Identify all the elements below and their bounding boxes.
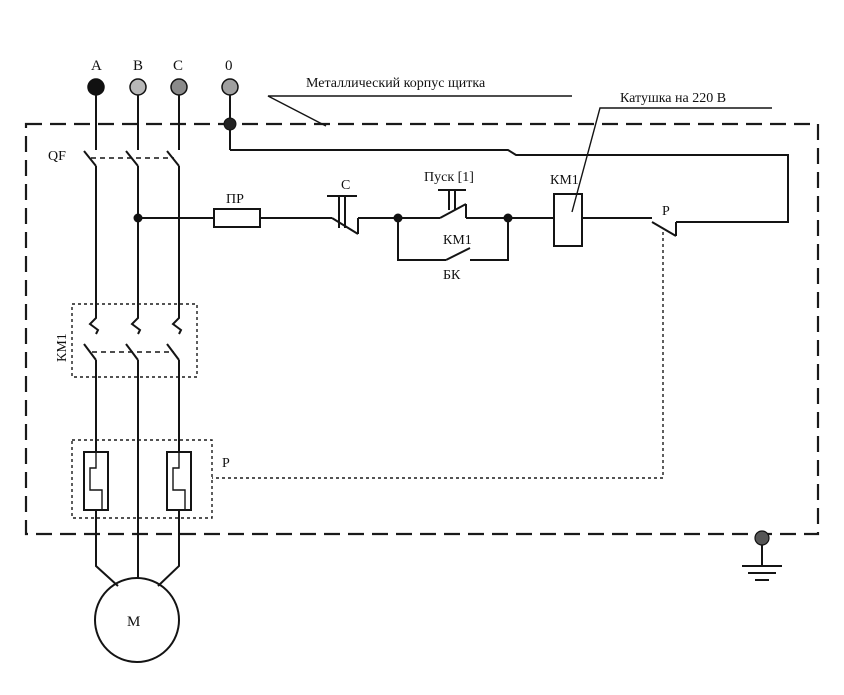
km1-main-contacts — [83, 312, 183, 361]
km1-aux-contact — [397, 218, 509, 261]
km1-coil — [553, 193, 583, 247]
terminal-label-b: B — [133, 58, 143, 74]
motor-feed-c — [157, 510, 180, 587]
terminal-n — [221, 78, 239, 96]
fuse-label: ПР — [226, 192, 244, 207]
start-button — [398, 189, 467, 219]
terminal-label-n: 0 — [225, 58, 233, 74]
thermal-link-dotted — [212, 232, 664, 479]
km1-main-label: КМ1 — [55, 333, 70, 362]
motor-label: М — [127, 614, 140, 630]
thermal-relay-box — [71, 439, 213, 519]
motor — [94, 577, 180, 663]
km1-coil-label: КМ1 — [550, 173, 579, 188]
relay-contact-label: Р — [662, 204, 670, 219]
metal-case-leader — [267, 95, 572, 127]
qf-breaker — [83, 150, 180, 167]
stop-label: С — [341, 178, 350, 193]
ground-icon — [742, 530, 782, 581]
terminal-label-c: C — [173, 58, 183, 74]
km1-aux-label: КМ1 — [443, 233, 472, 248]
relay-contact — [651, 221, 677, 237]
terminal-c — [170, 78, 188, 96]
km1-main-box — [71, 303, 198, 378]
thermal-relay-label: Р — [222, 456, 230, 471]
qf-label: QF — [48, 149, 66, 164]
start-label: Пуск [1] — [424, 170, 474, 185]
terminal-label-a: A — [91, 58, 102, 74]
bk-label: БК — [443, 268, 461, 283]
metal-case-frame — [24, 122, 820, 536]
coil-leader — [571, 107, 772, 213]
coil-label: Катушка на 220 В — [620, 91, 726, 106]
neutral-return-wire — [230, 149, 789, 223]
metal-case-label: Металлический корпус щитка — [306, 76, 486, 91]
motor-feed-a — [95, 510, 119, 587]
stop-button — [327, 195, 359, 235]
terminal-b — [129, 78, 147, 96]
fuse-pr — [213, 208, 261, 228]
terminal-a — [87, 78, 105, 96]
case-bond-node — [223, 117, 237, 131]
